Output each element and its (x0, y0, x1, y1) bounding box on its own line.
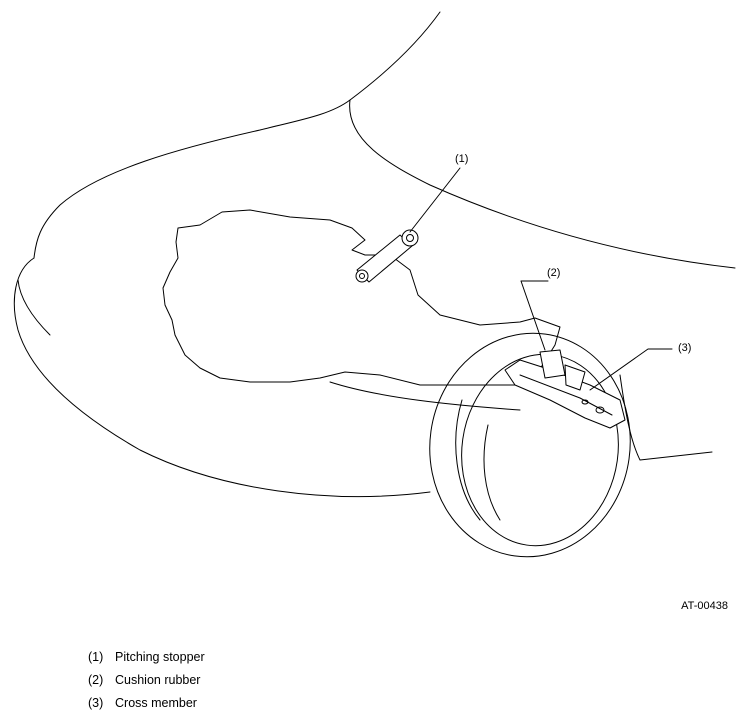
fender-line (619, 374, 713, 461)
tire-outer (429, 332, 631, 558)
windshield-line (349, 99, 736, 269)
hood-outline (33, 11, 441, 259)
pitching-stopper (355, 229, 419, 283)
leader-1 (409, 167, 461, 233)
tire-tread-2 (483, 424, 501, 521)
legend-item-cross-member: (3) Cross member (88, 696, 205, 719)
legend-number: (3) (88, 696, 104, 710)
legend: (1) Pitching stopper (2) Cushion rubber … (88, 650, 205, 719)
callout-3: (3) (678, 342, 692, 354)
legend-item-pitching-stopper: (1) Pitching stopper (88, 650, 205, 673)
leader-2 (520, 280, 549, 351)
legend-label: Cushion rubber (115, 673, 201, 687)
legend-label: Pitching stopper (115, 650, 205, 664)
tire-tread (455, 399, 481, 521)
transmission-tail (329, 381, 521, 411)
cross-member (504, 349, 626, 429)
legend-item-cushion-rubber: (2) Cushion rubber (88, 673, 205, 696)
callout-1: (1) (455, 153, 469, 165)
callout-2: (2) (547, 267, 561, 279)
leader-3 (589, 348, 673, 391)
figure-code: AT-00438 (681, 600, 728, 612)
transmission-outline (162, 209, 561, 386)
legend-number: (1) (88, 650, 104, 664)
legend-label: Cross member (115, 696, 197, 710)
bumper-lip (17, 279, 51, 336)
vehicle-diagram (13, 11, 736, 558)
bumper-outline (13, 257, 431, 498)
legend-number: (2) (88, 673, 104, 687)
